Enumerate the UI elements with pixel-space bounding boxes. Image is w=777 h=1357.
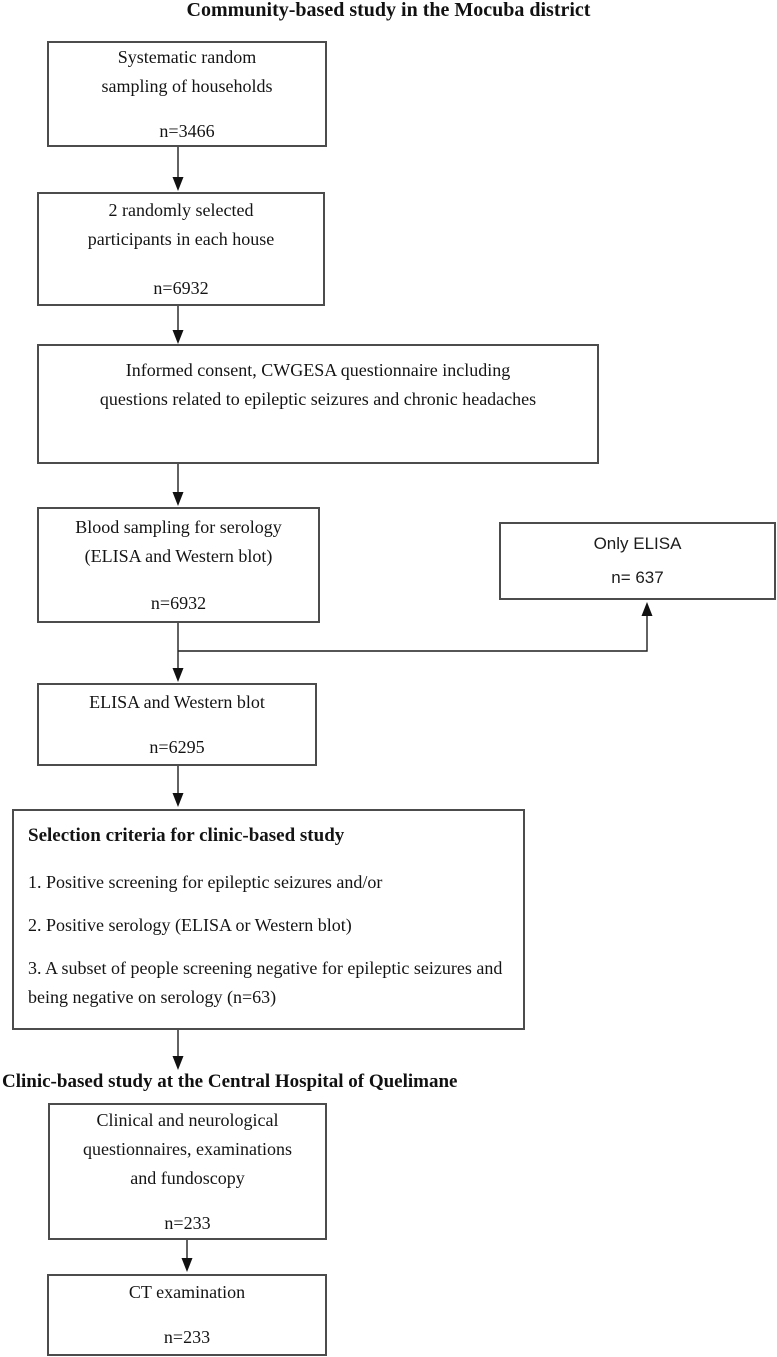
- box-elisa-western-blot-count: n=6295: [149, 736, 205, 757]
- box-selection-criteria: Selection criteria for clinic-based stud…: [12, 809, 525, 1030]
- selection-criteria-item-2: 2. Positive serology (ELISA or Western b…: [28, 915, 352, 935]
- box-clinical-neurological-text: Clinical and neurological questionnaires…: [83, 1109, 292, 1188]
- box-random-participants: 2 randomly selected participants in each…: [37, 192, 325, 306]
- box-blood-sampling-count: n=6932: [150, 592, 207, 613]
- box-only-elisa: Only ELISA n= 637: [499, 522, 776, 600]
- arrowhead-participants-to-consent: [172, 330, 184, 344]
- box-systematic-sampling-text: Systematic random sampling of households: [101, 46, 273, 96]
- arrowhead-blood-to-onlyelisa: [641, 602, 653, 616]
- arrowhead-clinical-to-ct: [181, 1258, 193, 1272]
- arrowhead-sampling-to-participants: [172, 177, 184, 191]
- box-random-participants-text: 2 randomly selected participants in each…: [87, 199, 275, 249]
- selection-criteria-item-1: 1. Positive screening for epileptic seiz…: [28, 872, 383, 892]
- box-clinical-neurological: Clinical and neurological questionnaires…: [48, 1103, 327, 1240]
- box-blood-sampling-text: Blood sampling for serology (ELISA and W…: [75, 516, 282, 566]
- box-blood-sampling: Blood sampling for serology (ELISA and W…: [37, 507, 320, 623]
- box-elisa-western-blot-text: ELISA and Western blot: [89, 691, 265, 712]
- box-systematic-sampling: Systematic random sampling of households…: [47, 41, 327, 147]
- clinic-study-heading: Clinic-based study at the Central Hospit…: [2, 1071, 458, 1092]
- box-elisa-western-blot: ELISA and Western blot n=6295: [37, 683, 317, 766]
- community-study-title: Community-based study in the Mocuba dist…: [186, 0, 591, 21]
- arrowhead-elisawb-to-selection: [172, 793, 184, 807]
- box-ct-examination-count: n=233: [163, 1327, 211, 1347]
- box-ct-examination-text: CT examination: [128, 1282, 246, 1302]
- box-systematic-sampling-count: n=3466: [159, 120, 215, 141]
- box-only-elisa-text: Only ELISA: [593, 534, 682, 553]
- box-informed-consent: Informed consent, CWGESA questionnaire i…: [37, 344, 599, 464]
- box-only-elisa-count: n= 637: [611, 568, 664, 587]
- selection-criteria-item-3: 3. A subset of people screening negative…: [28, 958, 503, 1007]
- box-random-participants-count: n=6932: [153, 277, 209, 298]
- box-clinical-neurological-count: n=233: [164, 1212, 211, 1233]
- selection-criteria-heading: Selection criteria for clinic-based stud…: [28, 825, 345, 846]
- box-ct-examination: CT examination n=233: [47, 1274, 327, 1356]
- box-informed-consent-text: Informed consent, CWGESA questionnaire i…: [99, 360, 537, 409]
- arrowhead-blood-to-elisawb: [172, 668, 184, 682]
- arrowhead-consent-to-blood: [172, 492, 184, 506]
- arrowhead-selection-to-clinic: [172, 1056, 184, 1070]
